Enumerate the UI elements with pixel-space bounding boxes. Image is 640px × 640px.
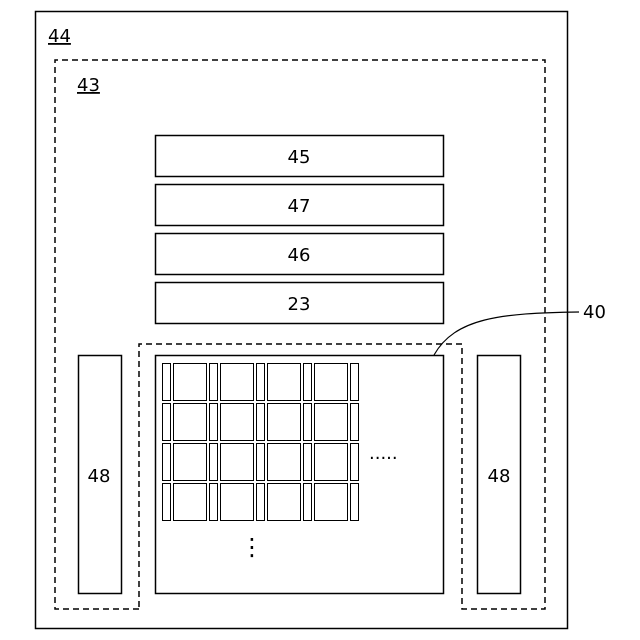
narrow-cell: [257, 404, 265, 441]
narrow-cell: [210, 484, 218, 521]
narrow-cell: [304, 444, 312, 481]
wide-cell: [221, 444, 254, 481]
narrow-cell: [351, 444, 359, 481]
narrow-cell: [163, 484, 171, 521]
narrow-cell: [304, 364, 312, 401]
callout-label-40: 40: [583, 302, 606, 323]
wide-cell: [315, 404, 348, 441]
horizontal-ellipsis: .....: [369, 443, 398, 464]
block-47-label: 47: [288, 196, 311, 217]
narrow-cell: [163, 404, 171, 441]
wide-cell: [221, 404, 254, 441]
narrow-cell: [351, 484, 359, 521]
narrow-cell: [210, 364, 218, 401]
callout-leader-line: [434, 312, 579, 355]
wide-cell: [268, 364, 301, 401]
narrow-cell: [257, 364, 265, 401]
narrow-cell: [304, 484, 312, 521]
wide-cell: [174, 404, 207, 441]
wide-cell: [315, 364, 348, 401]
wide-cell: [315, 444, 348, 481]
wide-cell: [221, 364, 254, 401]
block-46-label: 46: [288, 245, 311, 266]
wide-cell: [221, 484, 254, 521]
narrow-cell: [163, 364, 171, 401]
inner-region-label: 43: [77, 75, 100, 96]
wide-cell: [174, 484, 207, 521]
narrow-cell: [257, 484, 265, 521]
wide-cell: [268, 404, 301, 441]
wide-cell: [268, 444, 301, 481]
side-block-left-label: 48: [88, 466, 111, 487]
wide-cell: [268, 484, 301, 521]
wide-cell: [174, 364, 207, 401]
wide-cell: [315, 484, 348, 521]
narrow-cell: [163, 444, 171, 481]
wide-cell: [174, 444, 207, 481]
narrow-cell: [257, 444, 265, 481]
outer-frame-label: 44: [48, 26, 71, 47]
narrow-cell: [304, 404, 312, 441]
stacked-blocks: 45 47 46 23: [156, 136, 444, 324]
narrow-cell: [351, 364, 359, 401]
narrow-cell: [351, 404, 359, 441]
block-45-label: 45: [288, 147, 311, 168]
side-block-right-label: 48: [488, 466, 511, 487]
vertical-ellipsis: ⋮: [240, 533, 264, 561]
narrow-cell: [210, 444, 218, 481]
block-23-label: 23: [288, 294, 311, 315]
narrow-cell: [210, 404, 218, 441]
